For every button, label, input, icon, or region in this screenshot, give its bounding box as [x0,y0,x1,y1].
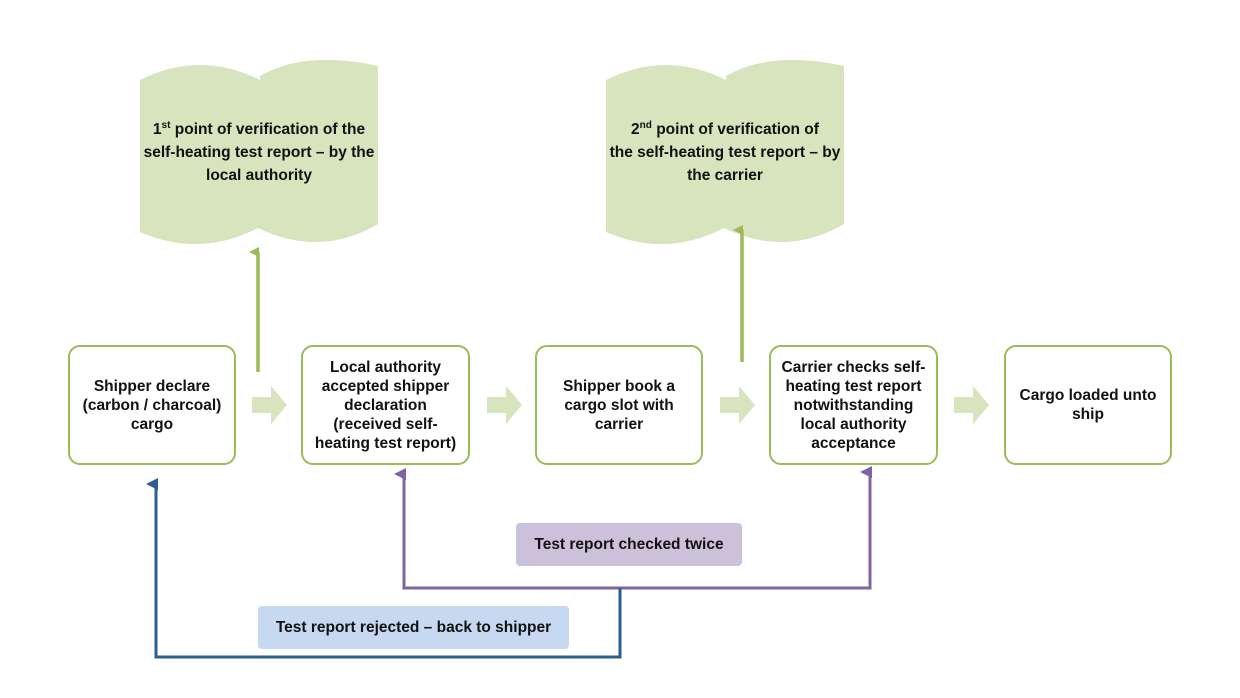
flow-arrow-1 [252,386,287,424]
step-carrier-checks: Carrier checks self-heating test report … [769,345,938,465]
verification-callout-2-text: 2nd point of verification of the self-he… [606,118,844,187]
verification-callout-2-shape [606,59,844,245]
callout-2-rest: the self-heating test report – by the ca… [609,144,841,184]
callout-2-ordinal-suffix: nd [639,119,652,131]
step-shipper-declare: Shipper declare (carbon / charcoal) carg… [68,345,236,465]
flow-arrow-2 [487,386,522,424]
callout-1-line1: point of verification of the [170,121,366,138]
step-authority-accepted: Local authority accepted shipper declara… [301,345,470,465]
step-carrier-checks-label: Carrier checks self-heating test report … [781,358,926,452]
rejected-label: Test report rejected – back to shipper [258,606,569,649]
step-cargo-loaded: Cargo loaded unto ship [1004,345,1172,465]
step-shipper-book-label: Shipper book a cargo slot with carrier [563,377,675,433]
verification-callout-1-text: 1st point of verification of the self-he… [140,118,378,187]
callout-2-line1: point of verification of [651,121,819,138]
step-shipper-declare-label: Shipper declare (carbon / charcoal) carg… [82,377,222,433]
callout-1-rest: self-heating test report – by the local … [143,144,375,184]
step-shipper-book: Shipper book a cargo slot with carrier [535,345,703,465]
callout-1-ordinal: 1 [152,121,162,138]
callout-1-ordinal-suffix: st [161,119,171,131]
step-cargo-loaded-label: Cargo loaded unto ship [1019,387,1157,423]
checked-twice-label: Test report checked twice [516,523,742,566]
flow-arrow-4 [954,386,989,424]
callout-2-ordinal: 2 [631,121,640,138]
rejected-label-text: Test report rejected – back to shipper [275,618,552,636]
checked-twice-label-text: Test report checked twice [534,535,724,553]
step-authority-accepted-label: Local authority accepted shipper declara… [314,358,457,452]
flow-arrow-3 [720,386,755,424]
verification-callout-1-shape [140,59,378,245]
checked-twice-line [402,472,872,590]
rejected-line [154,484,622,659]
